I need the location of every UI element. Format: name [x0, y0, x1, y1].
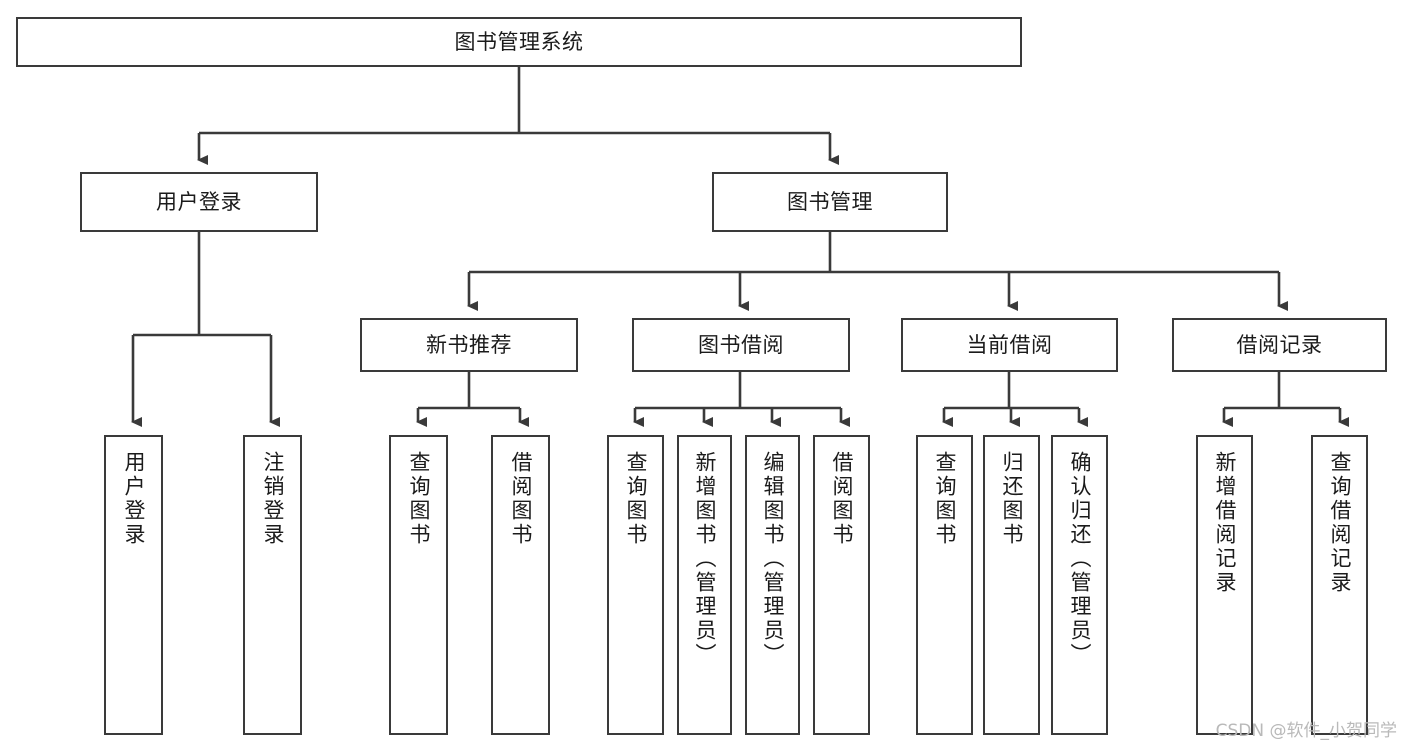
node-label: 编辑图书（管理员）: [761, 451, 785, 667]
node-label: 图书管理: [787, 189, 873, 214]
node-label: 当前借阅: [966, 332, 1053, 357]
node-leaf-logout[interactable]: 注销登录: [243, 435, 302, 735]
node-label: 查询借阅记录: [1328, 451, 1352, 595]
node-leaf-borrow-book-2[interactable]: 借阅图书: [813, 435, 870, 735]
node-label: 查询图书: [624, 451, 648, 547]
node-book-management[interactable]: 图书管理: [712, 172, 948, 232]
node-label: 归还图书: [1000, 451, 1024, 547]
node-label: 注销登录: [261, 451, 285, 547]
node-label: 借阅图书: [830, 451, 854, 547]
node-leaf-add-book-admin[interactable]: 新增图书（管理员）: [677, 435, 732, 735]
node-label: 用户登录: [122, 451, 146, 547]
node-label: 借阅图书: [509, 451, 533, 547]
node-borrowing-records[interactable]: 借阅记录: [1172, 318, 1387, 372]
node-label: 用户登录: [156, 189, 242, 214]
node-root-book-management-system[interactable]: 图书管理系统: [16, 17, 1022, 67]
node-leaf-query-book-1[interactable]: 查询图书: [389, 435, 448, 735]
node-leaf-add-borrow-record[interactable]: 新增借阅记录: [1196, 435, 1253, 735]
node-user-login[interactable]: 用户登录: [80, 172, 318, 232]
node-leaf-query-book-3[interactable]: 查询图书: [916, 435, 973, 735]
node-label: 查询图书: [407, 451, 431, 547]
node-leaf-query-borrow-record[interactable]: 查询借阅记录: [1311, 435, 1368, 735]
node-leaf-borrow-book-1[interactable]: 借阅图书: [491, 435, 550, 735]
node-label: 新书推荐: [426, 332, 512, 357]
node-book-borrowing[interactable]: 图书借阅: [632, 318, 850, 372]
node-current-borrowing[interactable]: 当前借阅: [901, 318, 1118, 372]
node-label: 确认归还（管理员）: [1068, 451, 1092, 667]
node-label: 图书借阅: [698, 332, 784, 357]
node-new-book-recommendation[interactable]: 新书推荐: [360, 318, 578, 372]
csdn-watermark: CSDN @软件_小贺同学: [1215, 721, 1397, 741]
node-leaf-query-book-2[interactable]: 查询图书: [607, 435, 664, 735]
node-label: 借阅记录: [1236, 332, 1323, 357]
node-leaf-return-book[interactable]: 归还图书: [983, 435, 1040, 735]
node-label: 新增借阅记录: [1213, 451, 1237, 595]
node-leaf-confirm-return-admin[interactable]: 确认归还（管理员）: [1051, 435, 1108, 735]
node-leaf-edit-book-admin[interactable]: 编辑图书（管理员）: [745, 435, 800, 735]
node-leaf-user-login[interactable]: 用户登录: [104, 435, 163, 735]
node-label: 图书管理系统: [454, 29, 584, 54]
node-label: 新增图书（管理员）: [693, 451, 717, 667]
node-label: 查询图书: [933, 451, 957, 547]
